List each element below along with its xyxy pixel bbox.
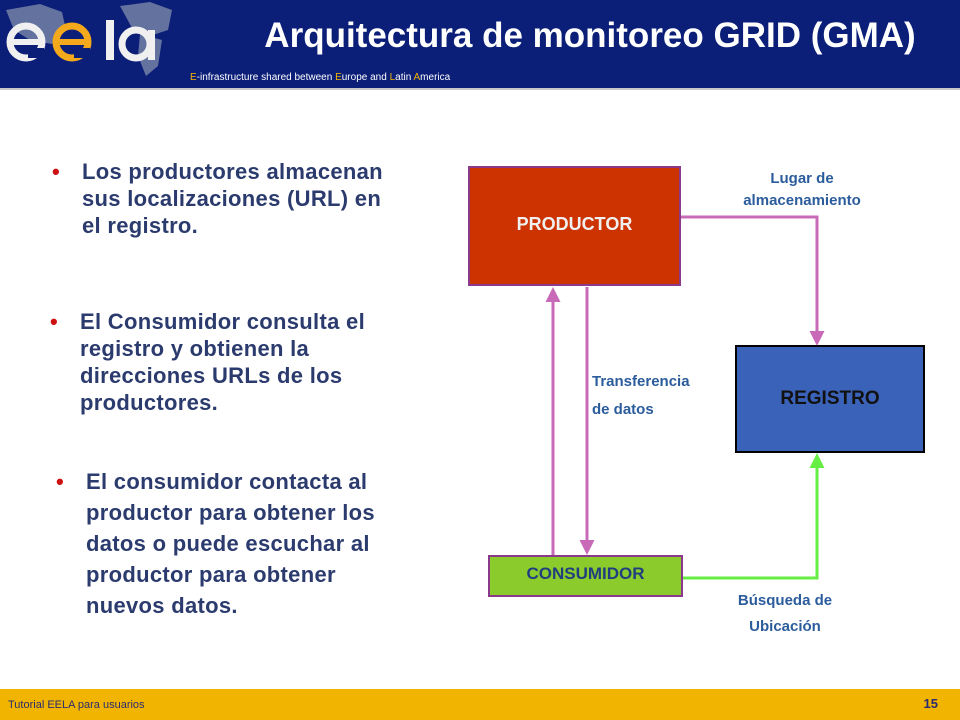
- page-number: 15: [923, 696, 938, 711]
- edge-label-line: Transferencia: [592, 373, 690, 390]
- bullet-text: El Consumidor consulta el registro y obt…: [80, 309, 365, 415]
- header-bar: Arquitectura de monitoreo GRID (GMA) E-i…: [0, 0, 960, 88]
- tagline-part: A: [413, 72, 421, 83]
- bullet-text: El consumidor contacta al productor para…: [86, 469, 375, 618]
- edge-label-line: Lugar de: [770, 170, 834, 187]
- tagline-part: L: [389, 72, 396, 83]
- node-consumidor: CONSUMIDOR: [488, 555, 683, 597]
- tagline-part: E: [190, 72, 197, 83]
- bullet-dot: •: [56, 469, 65, 494]
- edge-label-line: almacenamiento: [743, 192, 861, 209]
- node-productor-label: PRODUCTOR: [516, 213, 633, 234]
- tagline-part: atin: [395, 72, 414, 83]
- arrow-consumidor-to-registro: [683, 453, 825, 580]
- edge-label-line: de datos: [592, 401, 654, 418]
- bullet-dot: •: [50, 309, 59, 334]
- eela-logo: [6, 2, 172, 76]
- edge-label-transferencia: Transferencia de datos: [592, 368, 732, 424]
- bullet-item: • El consumidor contacta al productor pa…: [56, 466, 416, 621]
- node-consumidor-label: CONSUMIDOR: [526, 564, 645, 583]
- edge-label-lugar: Lugar de almacenamiento: [712, 168, 892, 212]
- page-title: Arquitectura de monitoreo GRID (GMA): [264, 16, 916, 55]
- node-registro: REGISTRO: [735, 345, 925, 453]
- bullet-item: • Los productores almacenan sus localiza…: [52, 158, 402, 239]
- bullet-dot: •: [52, 159, 61, 184]
- tagline: E-infrastructure shared between Europe a…: [190, 72, 510, 83]
- footer-text: Tutorial EELA para usuarios: [8, 699, 145, 711]
- node-productor: PRODUCTOR: [468, 166, 681, 286]
- header-divider: [0, 88, 960, 90]
- node-registro-label: REGISTRO: [780, 388, 880, 409]
- footer-bar: Tutorial EELA para usuarios 15: [0, 689, 960, 720]
- edge-label-line: Búsqueda de: [737, 592, 833, 609]
- tagline-part: -infrastructure shared between: [196, 72, 336, 83]
- edge-label-busqueda: Búsqueda de Ubicación: [700, 588, 870, 640]
- tagline-part: urope and: [341, 72, 390, 83]
- bullet-text: Los productores almacenan sus localizaci…: [82, 159, 383, 238]
- tagline-part: E: [335, 72, 342, 83]
- arrow-productor-to-registro: [681, 215, 825, 346]
- tagline-part: merica: [420, 72, 451, 83]
- edge-label-line: Ubicación: [749, 618, 821, 635]
- bullet-item: • El Consumidor consulta el registro y o…: [50, 308, 400, 416]
